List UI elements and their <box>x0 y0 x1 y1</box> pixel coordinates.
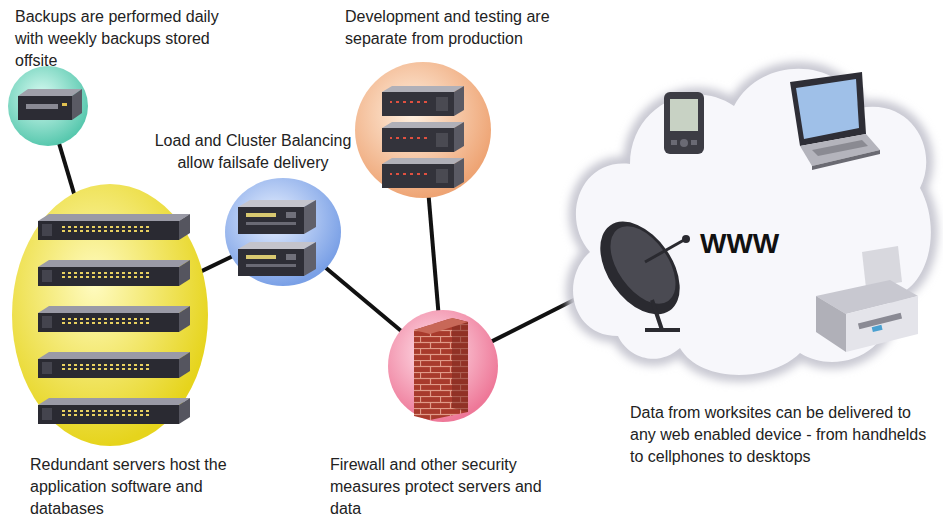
server-ellipse: Redundant servers host the application s… <box>12 184 208 446</box>
outline-part <box>8 66 88 146</box>
server-rack-part <box>38 398 190 424</box>
internet-cloud: WWWData from worksites can be delivered … <box>558 36 938 388</box>
balancer-circle-outline <box>225 178 341 286</box>
network-link <box>325 267 402 332</box>
outline-part <box>573 69 931 375</box>
firewall-circle: Firewall and other security measures pro… <box>388 310 498 422</box>
network-link <box>429 196 439 312</box>
outline-part <box>388 310 498 422</box>
laptop-part <box>800 134 880 166</box>
laptop <box>790 72 880 170</box>
network-link <box>59 143 75 197</box>
satellite-dish <box>584 207 696 330</box>
handheld-device <box>664 92 704 154</box>
backup-device <box>18 89 82 120</box>
satellite-dish-part <box>682 235 690 243</box>
cloud-label: WWW <box>700 228 779 260</box>
outline-part <box>355 62 491 198</box>
satellite-dish-part <box>645 328 680 332</box>
printer-part <box>816 280 918 314</box>
printer <box>816 246 918 352</box>
laptop-part <box>790 72 866 146</box>
satellite-dish-part <box>652 300 662 330</box>
printer-part <box>862 246 902 288</box>
backup-circle: Backups are performed daily with weekly … <box>8 66 88 146</box>
caption: Development and testing are separate fro… <box>345 6 585 50</box>
firewall-wall <box>414 318 468 420</box>
satellite-dish-part <box>645 240 684 262</box>
server-rack-part <box>38 260 190 286</box>
server-ellipse-outline <box>12 184 208 446</box>
laptop-part <box>796 79 859 139</box>
printer-part <box>846 296 918 352</box>
server-rack <box>38 214 190 424</box>
outline-part <box>225 178 341 286</box>
development-servers-part <box>382 158 464 188</box>
handheld-device-part <box>670 99 698 131</box>
balancer-circle: Load and Cluster Balancing allow failsaf… <box>225 178 341 286</box>
handheld-device-part <box>691 140 697 145</box>
load-balancer-servers-part <box>238 242 316 276</box>
development-servers <box>382 86 464 188</box>
development-servers-part <box>382 86 464 116</box>
server-rack-part <box>38 214 190 240</box>
backup-device-part <box>72 89 82 120</box>
firewall-wall-part <box>452 318 468 412</box>
outline-part <box>573 69 931 375</box>
internet-cloud-outline <box>558 36 938 388</box>
backup-device-part <box>62 103 67 106</box>
backup-device-part <box>18 89 82 96</box>
satellite-dish-part <box>597 215 688 316</box>
printer-part <box>858 313 902 329</box>
handheld-device-part <box>664 92 704 154</box>
backup-circle-outline <box>8 66 88 146</box>
outline-part <box>12 184 208 446</box>
caption: Load and Cluster Balancing allow failsaf… <box>140 130 366 174</box>
development-circle-outline <box>355 62 491 198</box>
development-circle: Development and testing are separate fro… <box>355 62 491 198</box>
caption: Firewall and other security measures pro… <box>330 454 545 520</box>
handheld-device-part <box>671 140 677 145</box>
backup-device-part <box>18 96 72 120</box>
firewall-circle-outline <box>388 310 498 422</box>
handheld-device-part <box>680 139 688 147</box>
backup-device-part <box>26 104 58 109</box>
load-balancer-servers <box>238 200 316 276</box>
printer-part <box>872 325 883 332</box>
laptop-part <box>812 140 868 156</box>
server-rack-part <box>38 306 190 332</box>
load-balancer-servers-part <box>238 200 316 234</box>
satellite-dish-part <box>584 207 696 329</box>
server-rack-part <box>38 352 190 378</box>
development-servers-part <box>382 122 464 152</box>
laptop-part <box>812 150 880 170</box>
caption: Data from worksites can be delivered to … <box>630 402 930 468</box>
network-link <box>200 256 234 272</box>
firewall-wall-part <box>414 318 468 334</box>
firewall-wall-part <box>414 318 468 420</box>
caption: Backups are performed daily with weekly … <box>15 6 227 72</box>
printer-part <box>816 296 846 352</box>
caption: Redundant servers host the application s… <box>30 454 240 520</box>
